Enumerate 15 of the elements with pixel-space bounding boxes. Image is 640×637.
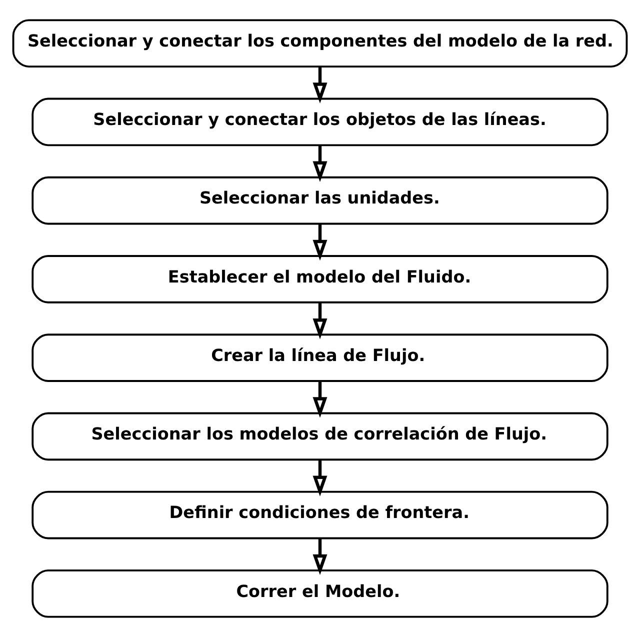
node-box: Definir condiciones de frontera. bbox=[32, 490, 608, 540]
arrow bbox=[312, 538, 328, 576]
node-box: Establecer el modelo del Fluido. bbox=[32, 255, 608, 304]
node-box: Seleccionar los modelos de correlación de Flujo. bbox=[32, 412, 608, 461]
arrow bbox=[312, 145, 328, 182]
node-box: Seleccionar las unidades. bbox=[32, 176, 608, 225]
node-box: Seleccionar y conectar los objetos de las líneas. bbox=[32, 98, 608, 146]
arrow bbox=[312, 66, 328, 104]
node-box: Seleccionar y conectar los componentes del modelo de la red. bbox=[12, 19, 628, 68]
arrow bbox=[312, 460, 328, 496]
node-box: Correr el Modelo. bbox=[32, 569, 608, 618]
arrow bbox=[312, 381, 328, 418]
node-box: Crear la línea de Flujo. bbox=[32, 334, 608, 382]
arrow bbox=[312, 224, 328, 261]
arrow bbox=[312, 302, 328, 340]
